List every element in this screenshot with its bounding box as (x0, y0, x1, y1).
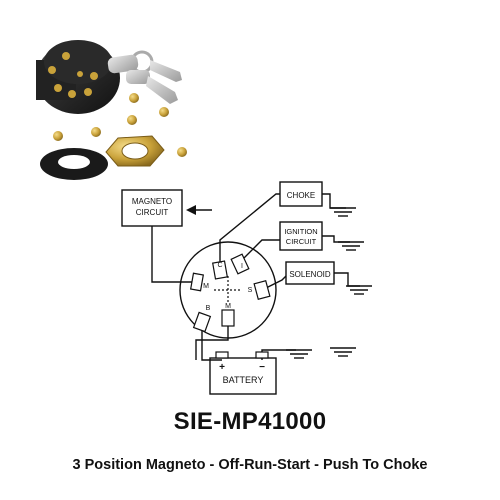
solenoid-label: SOLENOID (289, 270, 331, 279)
product-description: 3 Position Magneto - Off-Run-Start - Pus… (72, 457, 428, 473)
battery-minus-label: − (259, 362, 265, 373)
battery-plus-label: + (219, 362, 225, 373)
rubber-grommet (40, 148, 108, 180)
product-photo (36, 40, 187, 180)
product-model: SIE-MP41000 (173, 408, 327, 435)
choke-box (279, 181, 323, 207)
ground-symbols (286, 207, 372, 359)
ignition-circuit-box (279, 221, 323, 251)
ignition-label-2: CIRCUIT (286, 237, 317, 246)
terminal-i-label: I (241, 263, 243, 270)
battery-posts (215, 351, 269, 359)
battery-label: BATTERY (223, 375, 264, 385)
magneto-circuit-box (121, 189, 183, 227)
magneto-label-1: MAGNETO (132, 197, 172, 206)
keys (107, 50, 182, 104)
ignition-label-1: IGNITION (284, 227, 317, 236)
wiring-diagram: MAGNETO CIRCUIT CHOKE IGNITION CIRCUIT S… (121, 181, 372, 395)
ignition-switch-body (36, 40, 120, 114)
terminal-b (192, 311, 212, 333)
brass-nuts (53, 93, 187, 157)
battery-box (209, 357, 277, 395)
terminal-b-label: B (206, 305, 211, 312)
terminal-m-left (189, 272, 205, 292)
magneto-label-2: CIRCUIT (136, 208, 169, 217)
terminal-s-label: S (248, 287, 253, 294)
terminal-m-bottom (221, 309, 235, 327)
terminal-c (212, 260, 228, 280)
arrow-icon (186, 205, 212, 215)
switch-center-cross (214, 276, 242, 304)
terminal-c-label: C (217, 262, 222, 269)
terminal-i (230, 253, 250, 275)
terminal-s (253, 279, 271, 301)
terminal-m-left-label: M (203, 283, 209, 290)
choke-label: CHOKE (287, 191, 315, 200)
terminal-m-bottom-label: M (225, 303, 231, 310)
